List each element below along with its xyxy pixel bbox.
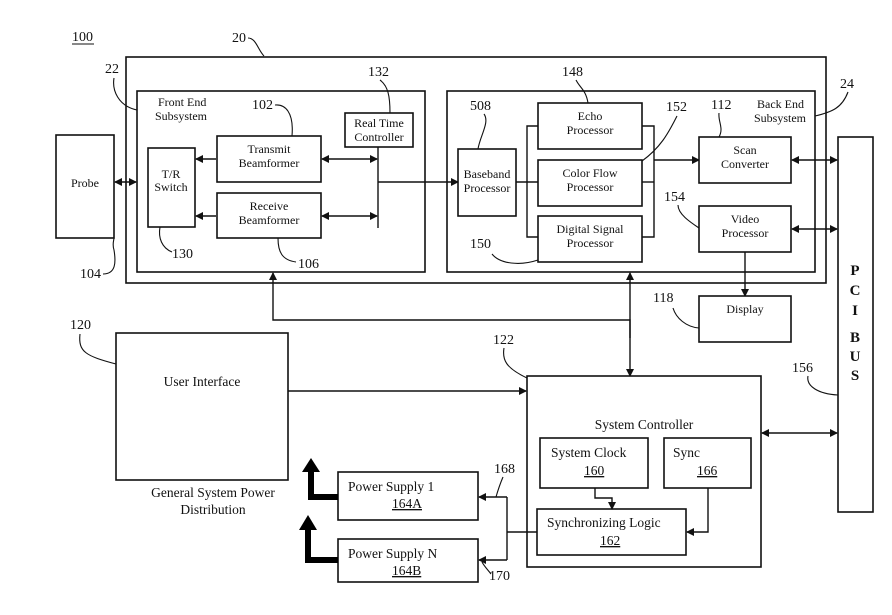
leader-118 [673, 308, 699, 328]
leader-104 [103, 238, 115, 274]
ref-122: 122 [493, 333, 514, 348]
color-flow-label-2: Processor [567, 180, 614, 194]
front-end-label-2: Subsystem [155, 109, 208, 123]
leader-20 [248, 38, 264, 56]
probe-label: Probe [71, 176, 99, 190]
power-1-number: 164A [392, 496, 422, 511]
ref-106: 106 [298, 257, 319, 272]
pci-letter: C [850, 283, 861, 299]
receive-label-2: Beamformer [239, 213, 300, 227]
front-end-label-1: Front End [158, 95, 206, 109]
leader-150 [492, 254, 538, 263]
power-distribution-label-1: General System Power [151, 485, 275, 500]
real-time-label-2: Controller [354, 130, 403, 144]
pci-letter: I [852, 303, 858, 319]
echo-label-1: Echo [578, 109, 603, 123]
back-end-label-1: Back End [757, 97, 804, 111]
figure-ref: 100 [72, 30, 93, 45]
tr-switch-label-2: Switch [154, 180, 187, 194]
leader-156 [808, 376, 838, 395]
video-label-1: Video [731, 212, 760, 226]
video-label-2: Processor [722, 226, 769, 240]
ref-168: 168 [494, 462, 515, 477]
power-n-label: Power Supply N [348, 546, 438, 561]
power-n-output-line [308, 528, 338, 560]
leader-154 [678, 205, 699, 228]
ref-118: 118 [653, 291, 673, 306]
leader-130 [160, 227, 173, 252]
power-n-output-arrow-icon [299, 515, 317, 530]
ref-156: 156 [792, 361, 813, 376]
pci-letter: P [850, 263, 859, 279]
leader-152 [642, 116, 677, 161]
leader-170 [482, 562, 491, 574]
user-interface-block [116, 333, 288, 480]
power-distribution-label-2: Distribution [180, 502, 246, 517]
ref-24: 24 [840, 77, 854, 92]
ref-102: 102 [252, 98, 273, 113]
ref-170: 170 [489, 569, 510, 584]
leader-122 [504, 348, 527, 378]
pci-letter: U [850, 349, 861, 365]
pci-letter: S [851, 368, 859, 384]
ref-154: 154 [664, 190, 685, 205]
sync-logic-label: Synchronizing Logic [547, 515, 661, 530]
sync-label: Sync [673, 445, 700, 460]
sync-number: 166 [697, 463, 718, 478]
power-n-number: 164B [392, 563, 421, 578]
sync-logic-number: 162 [600, 533, 620, 548]
leader-106 [278, 238, 296, 262]
transmit-label-1: Transmit [248, 142, 292, 156]
ref-112: 112 [711, 98, 731, 113]
ref-132: 132 [368, 65, 389, 80]
receive-label-1: Receive [250, 199, 289, 213]
system-clock-number: 160 [584, 463, 605, 478]
leader-112 [719, 113, 721, 137]
leader-168 [496, 477, 503, 497]
ref-130: 130 [172, 247, 193, 262]
back-end-label-2: Subsystem [754, 111, 807, 125]
ref-152: 152 [666, 100, 687, 115]
baseband-label-2: Processor [464, 181, 511, 195]
leader-102 [275, 105, 292, 136]
ref-22: 22 [105, 62, 119, 77]
leader-120 [80, 334, 116, 364]
pci-bus-block [838, 137, 873, 512]
ref-148: 148 [562, 65, 583, 80]
user-interface-label: User Interface [164, 374, 241, 389]
dsp-label-1: Digital Signal [557, 222, 625, 236]
system-clock-label: System Clock [551, 445, 627, 460]
leader-132 [380, 80, 390, 113]
transmit-label-2: Beamformer [239, 156, 300, 170]
dsp-label-2: Processor [567, 236, 614, 250]
scan-label-1: Scan [733, 143, 756, 157]
ref-104: 104 [80, 267, 101, 282]
real-time-label-1: Real Time [354, 116, 404, 130]
color-flow-label-1: Color Flow [562, 166, 617, 180]
leader-508 [478, 114, 486, 149]
tr-switch-label-1: T/R [162, 167, 181, 181]
baseband-label-1: Baseband [464, 167, 511, 181]
ref-150: 150 [470, 237, 491, 252]
system-controller-label: System Controller [595, 417, 694, 432]
display-label: Display [726, 302, 763, 316]
power-1-output-arrow-icon [302, 458, 320, 472]
ref-120: 120 [70, 318, 91, 333]
ref-20: 20 [232, 31, 246, 46]
leader-24 [815, 92, 848, 116]
pci-letter: B [850, 330, 860, 346]
echo-label-2: Processor [567, 123, 614, 137]
scan-label-2: Converter [721, 157, 769, 171]
power-1-output-line [311, 470, 338, 497]
power-1-label: Power Supply 1 [348, 479, 434, 494]
ref-508: 508 [470, 99, 491, 114]
